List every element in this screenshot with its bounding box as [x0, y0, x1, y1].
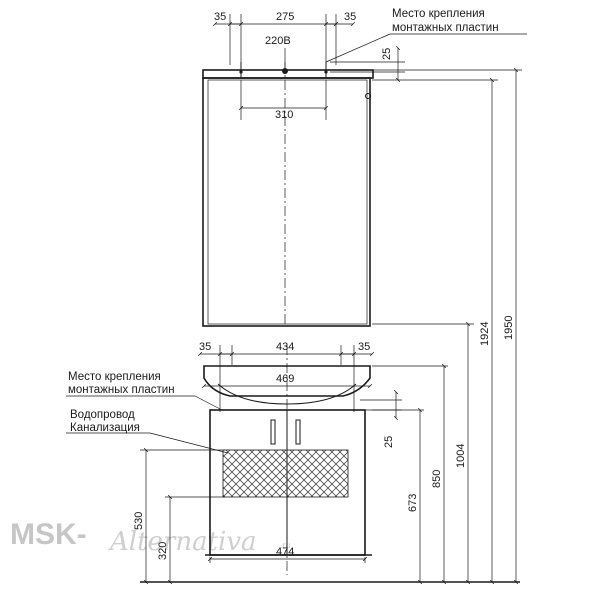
dim-mirror-right-gap: 35	[344, 11, 356, 23]
sewer-note: Канализация	[70, 422, 140, 434]
cabinet-mount-note-line2: монтажных пластин	[68, 384, 175, 396]
dim-cabinet-left-gap: 35	[199, 341, 211, 353]
dim-power-label: 220В	[265, 35, 291, 47]
dim-cabinet-mount-span: 434	[276, 341, 294, 353]
dim-cabinet-mount-drop: 25	[383, 436, 395, 448]
dim-mirror-mount-span: 275	[276, 11, 294, 23]
vanity-cabinet	[140, 345, 520, 583]
watermark-script: Alternativa	[108, 527, 257, 557]
dim-height-1950: 1950	[503, 316, 515, 340]
dim-mirror-left-gap: 35	[214, 11, 226, 23]
power-point-icon	[282, 68, 288, 74]
mirror-top-dimensions: 35 275 35 220В 310 25 Место крепления мо…	[212, 8, 527, 121]
mirror-cabinet	[202, 62, 374, 327]
handle-right-icon	[295, 419, 301, 445]
watermark-brand: MSK-	[10, 518, 87, 551]
cabinet-mount-note-line1: Место крепления	[68, 371, 161, 383]
plumbing-zone	[222, 449, 349, 498]
dim-height-673: 673	[407, 494, 419, 512]
mount-point-left	[239, 70, 243, 74]
watermark-tld: .ru	[280, 540, 291, 550]
dim-cabinet-right-gap: 35	[358, 341, 370, 353]
dim-height-530: 530	[133, 512, 145, 530]
dim-height-1924: 1924	[479, 322, 491, 346]
dim-height-320: 320	[157, 542, 169, 560]
mirror-side-knob	[365, 93, 371, 99]
mirror-mount-note-line1: Место крепления	[392, 8, 485, 20]
mirror-inner-frame	[207, 79, 368, 325]
handle-left-icon	[270, 419, 276, 445]
mirror-body	[202, 77, 371, 327]
dim-lamp-width: 310	[275, 109, 293, 121]
water-supply-note: Водопровод	[70, 409, 135, 421]
dim-basin-width: 469	[276, 373, 294, 385]
mirror-mount-note-line2: монтажных пластин	[392, 22, 499, 34]
dim-height-1004: 1004	[455, 444, 467, 468]
mirror-lamp-strip	[202, 69, 374, 79]
dim-mirror-top-offset: 25	[381, 48, 393, 60]
cabinet-top-dimensions: 35 434 35 469 474 25 Место крепления мон…	[66, 341, 402, 563]
height-dimensions: 1950 1924 1004 850 673 530 320	[133, 67, 522, 585]
watermark: MSK- Alternativa .ru	[10, 518, 291, 557]
mount-point-right	[324, 70, 328, 74]
dim-body-width: 474	[276, 546, 294, 558]
dim-height-850: 850	[431, 470, 443, 488]
